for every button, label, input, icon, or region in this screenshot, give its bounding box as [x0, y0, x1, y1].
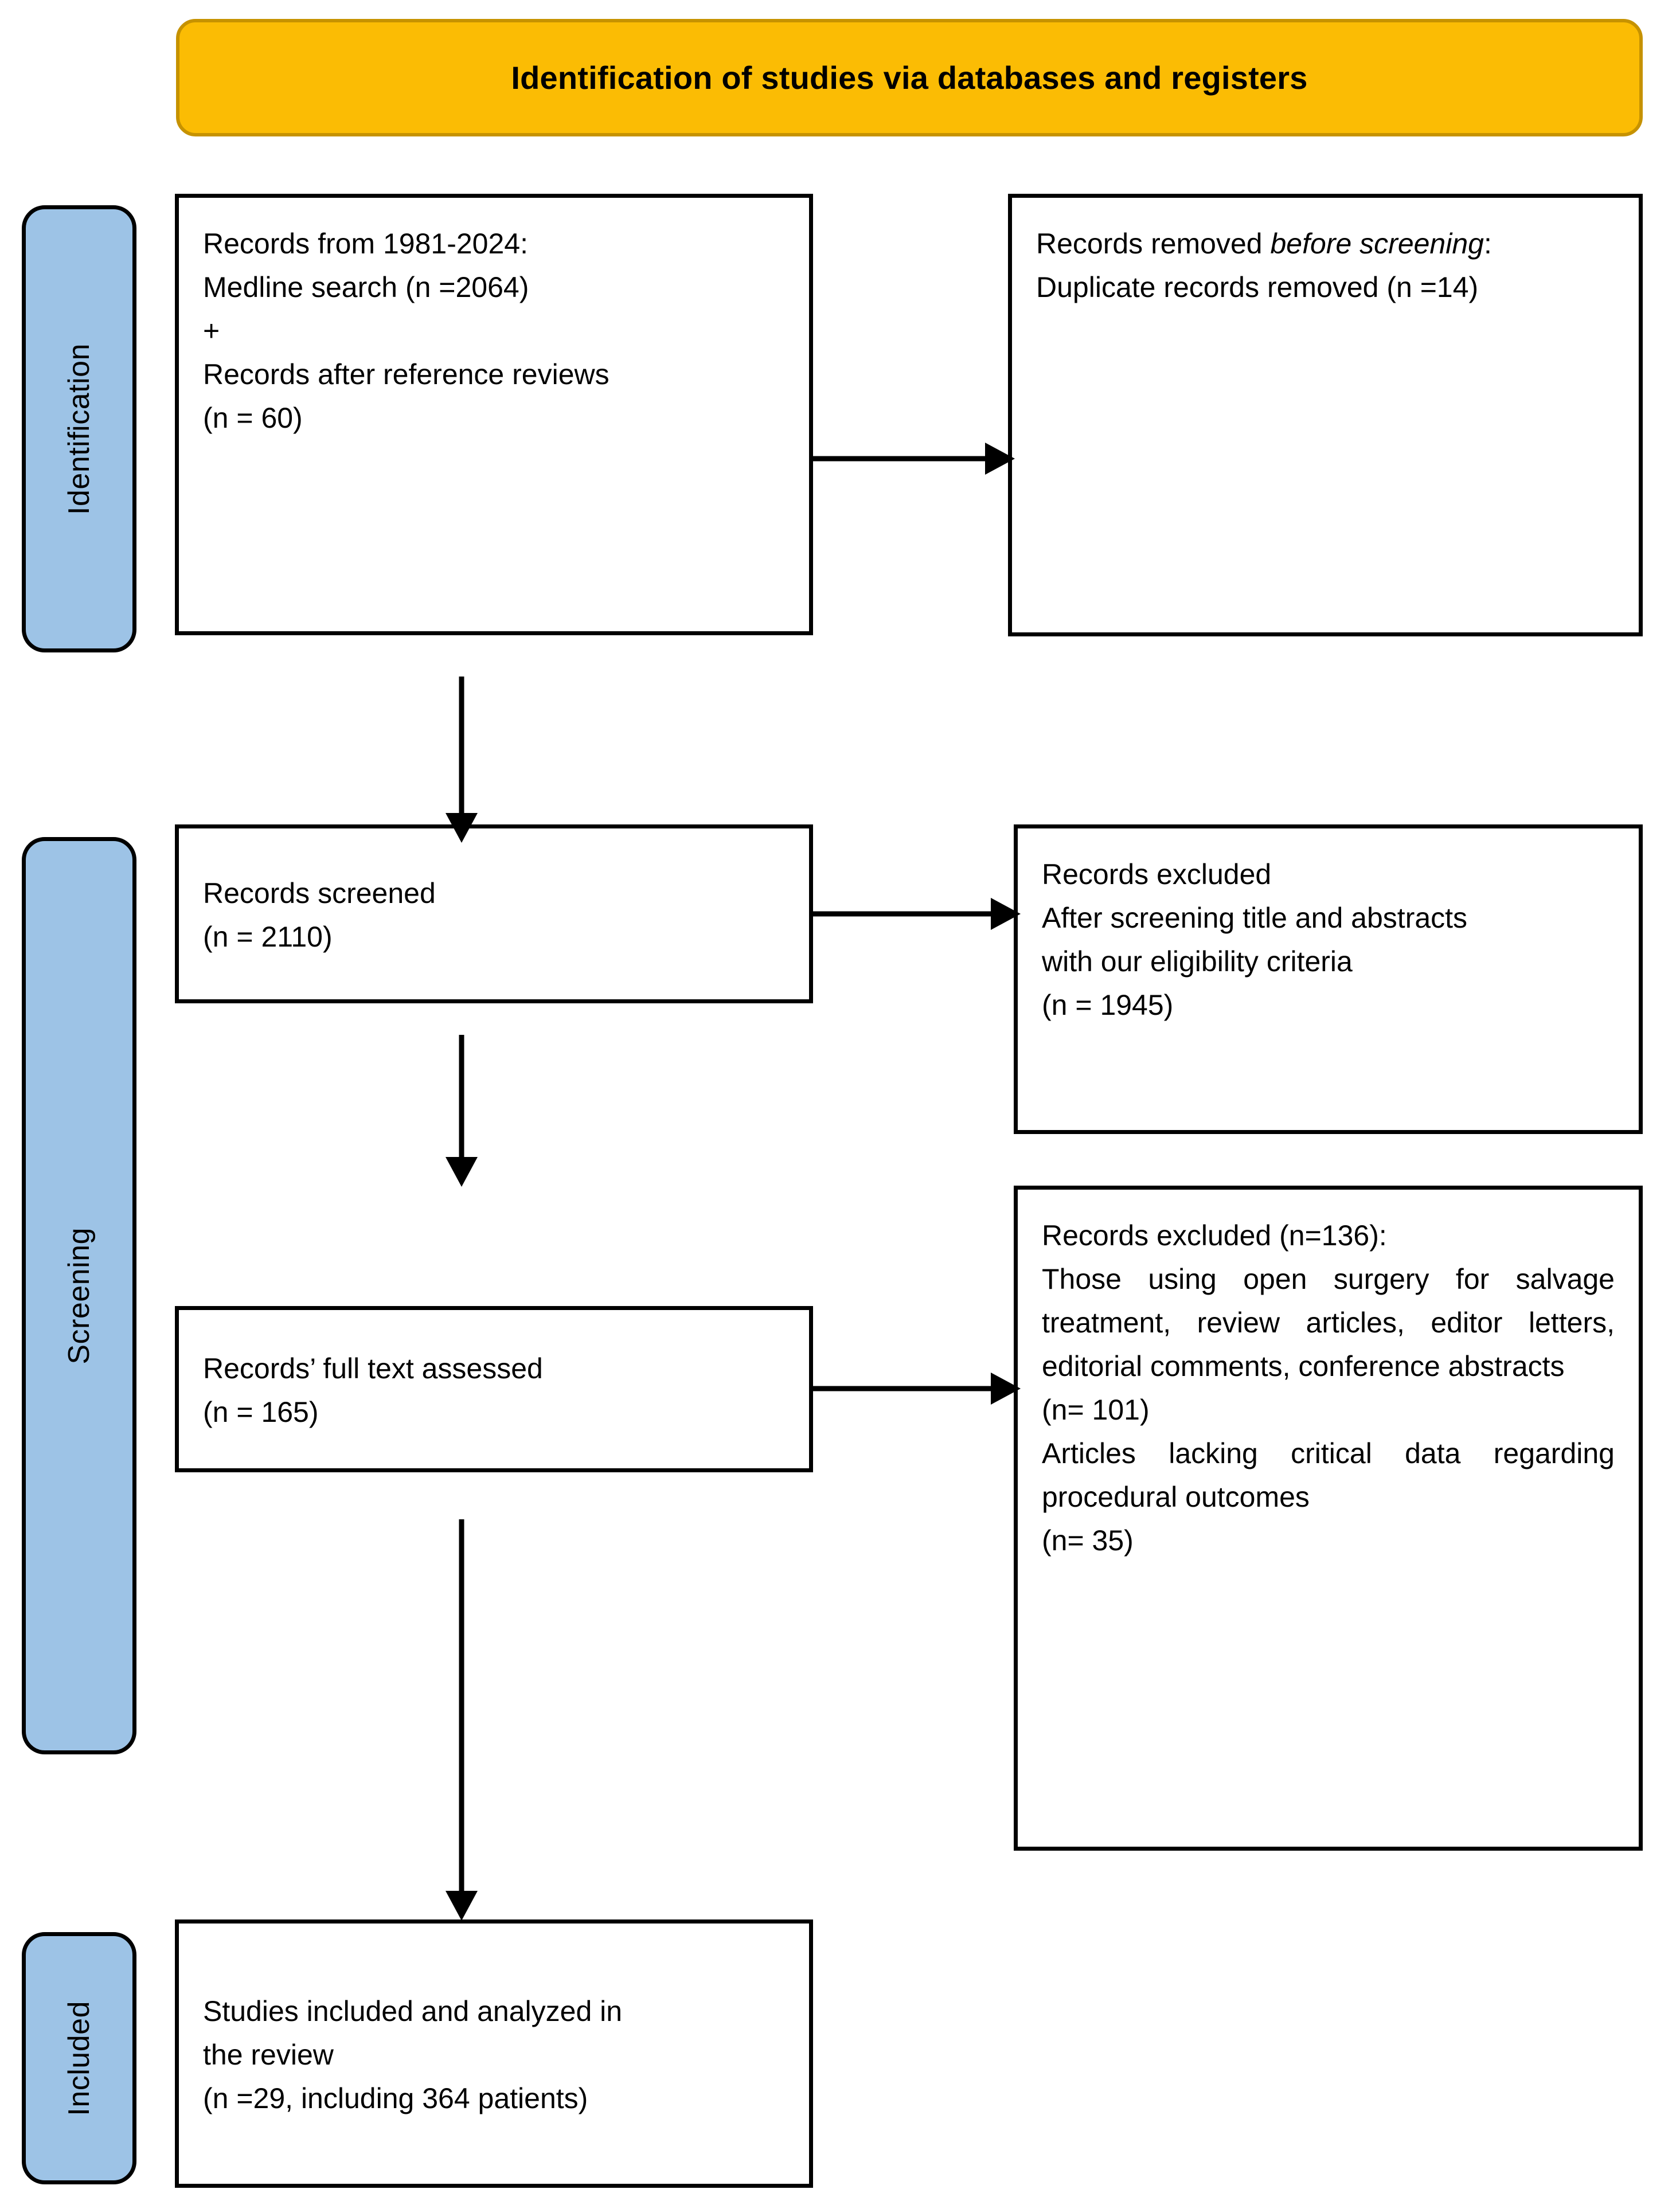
header-banner: Identification of studies via databases …	[176, 19, 1643, 136]
records-screened-line1: Records screened	[203, 877, 436, 909]
records-removed-heading-b: before screening	[1270, 228, 1484, 260]
records-from-line1: Records from 1981-2024:	[203, 228, 528, 260]
arrow-screened-to-fulltext-icon	[439, 1035, 485, 1187]
arrow-fulltext-to-included-icon	[439, 1519, 485, 1921]
fulltext-line2: (n = 165)	[203, 1396, 319, 1428]
header-banner-title: Identification of studies via databases …	[511, 59, 1308, 96]
stage-label-identification: Identification	[22, 205, 136, 652]
box-fulltext-assessed: Records’ full text assessed (n = 165)	[175, 1306, 813, 1472]
records-excluded-1-line3: with our eligibility criteria	[1042, 945, 1353, 978]
records-removed-heading-a: Records removed	[1036, 228, 1271, 260]
arrow-screened-to-excluded-icon	[813, 891, 1021, 937]
stage-label-included-text: Included	[62, 2000, 96, 2116]
records-from-line4: Records after reference reviews	[203, 358, 610, 390]
stage-label-included: Included	[22, 1932, 136, 2184]
records-excluded-2-line1: Records excluded (n=136):	[1042, 1219, 1387, 1252]
arrow-identified-to-removed-icon	[813, 436, 1015, 482]
records-excluded-1-line1: Records excluded	[1042, 858, 1272, 890]
records-from-line3: +	[203, 315, 220, 347]
stage-label-identification-text: Identification	[62, 343, 96, 515]
box-records-excluded-screening: Records excluded After screening title a…	[1014, 824, 1643, 1134]
records-removed-heading-c: :	[1483, 228, 1492, 260]
records-removed-heading: Records removed before screening:	[1036, 222, 1615, 265]
records-excluded-2-line2: Those using open surgery for salvage tre…	[1042, 1263, 1615, 1382]
included-line1: Studies included and analyzed in	[203, 1995, 623, 2027]
arrow-fulltext-to-excluded-icon	[813, 1366, 1021, 1412]
records-excluded-2-line4: Articles lacking critical data regarding…	[1042, 1437, 1615, 1513]
arrow-identified-to-screened-icon	[439, 677, 485, 843]
included-line3: (n =29, including 364 patients)	[203, 2082, 588, 2114]
included-line2: the review	[203, 2039, 334, 2071]
records-screened-line2: (n = 2110)	[203, 921, 333, 953]
records-from-line2: Medline search (n =2064)	[203, 271, 529, 303]
stage-label-screening-text: Screening	[62, 1227, 96, 1365]
box-records-identified: Records from 1981-2024: Medline search (…	[175, 194, 813, 635]
box-studies-included: Studies included and analyzed in the rev…	[175, 1919, 813, 2188]
records-excluded-1-line2: After screening title and abstracts	[1042, 902, 1468, 934]
records-excluded-2-line3: (n= 101)	[1042, 1394, 1150, 1426]
box-records-screened: Records screened (n = 2110)	[175, 824, 813, 1003]
stage-label-screening: Screening	[22, 837, 136, 1754]
box-records-removed-before-screening: Records removed before screening: Duplic…	[1008, 194, 1643, 636]
records-removed-duplicates: Duplicate records removed (n =14)	[1036, 271, 1479, 303]
fulltext-line1: Records’ full text assessed	[203, 1352, 543, 1385]
records-excluded-2-line5: (n= 35)	[1042, 1524, 1134, 1557]
box-records-excluded-fulltext: Records excluded (n=136): Those using op…	[1014, 1186, 1643, 1851]
records-from-line5: (n = 60)	[203, 402, 303, 434]
records-excluded-1-line4: (n = 1945)	[1042, 989, 1174, 1021]
